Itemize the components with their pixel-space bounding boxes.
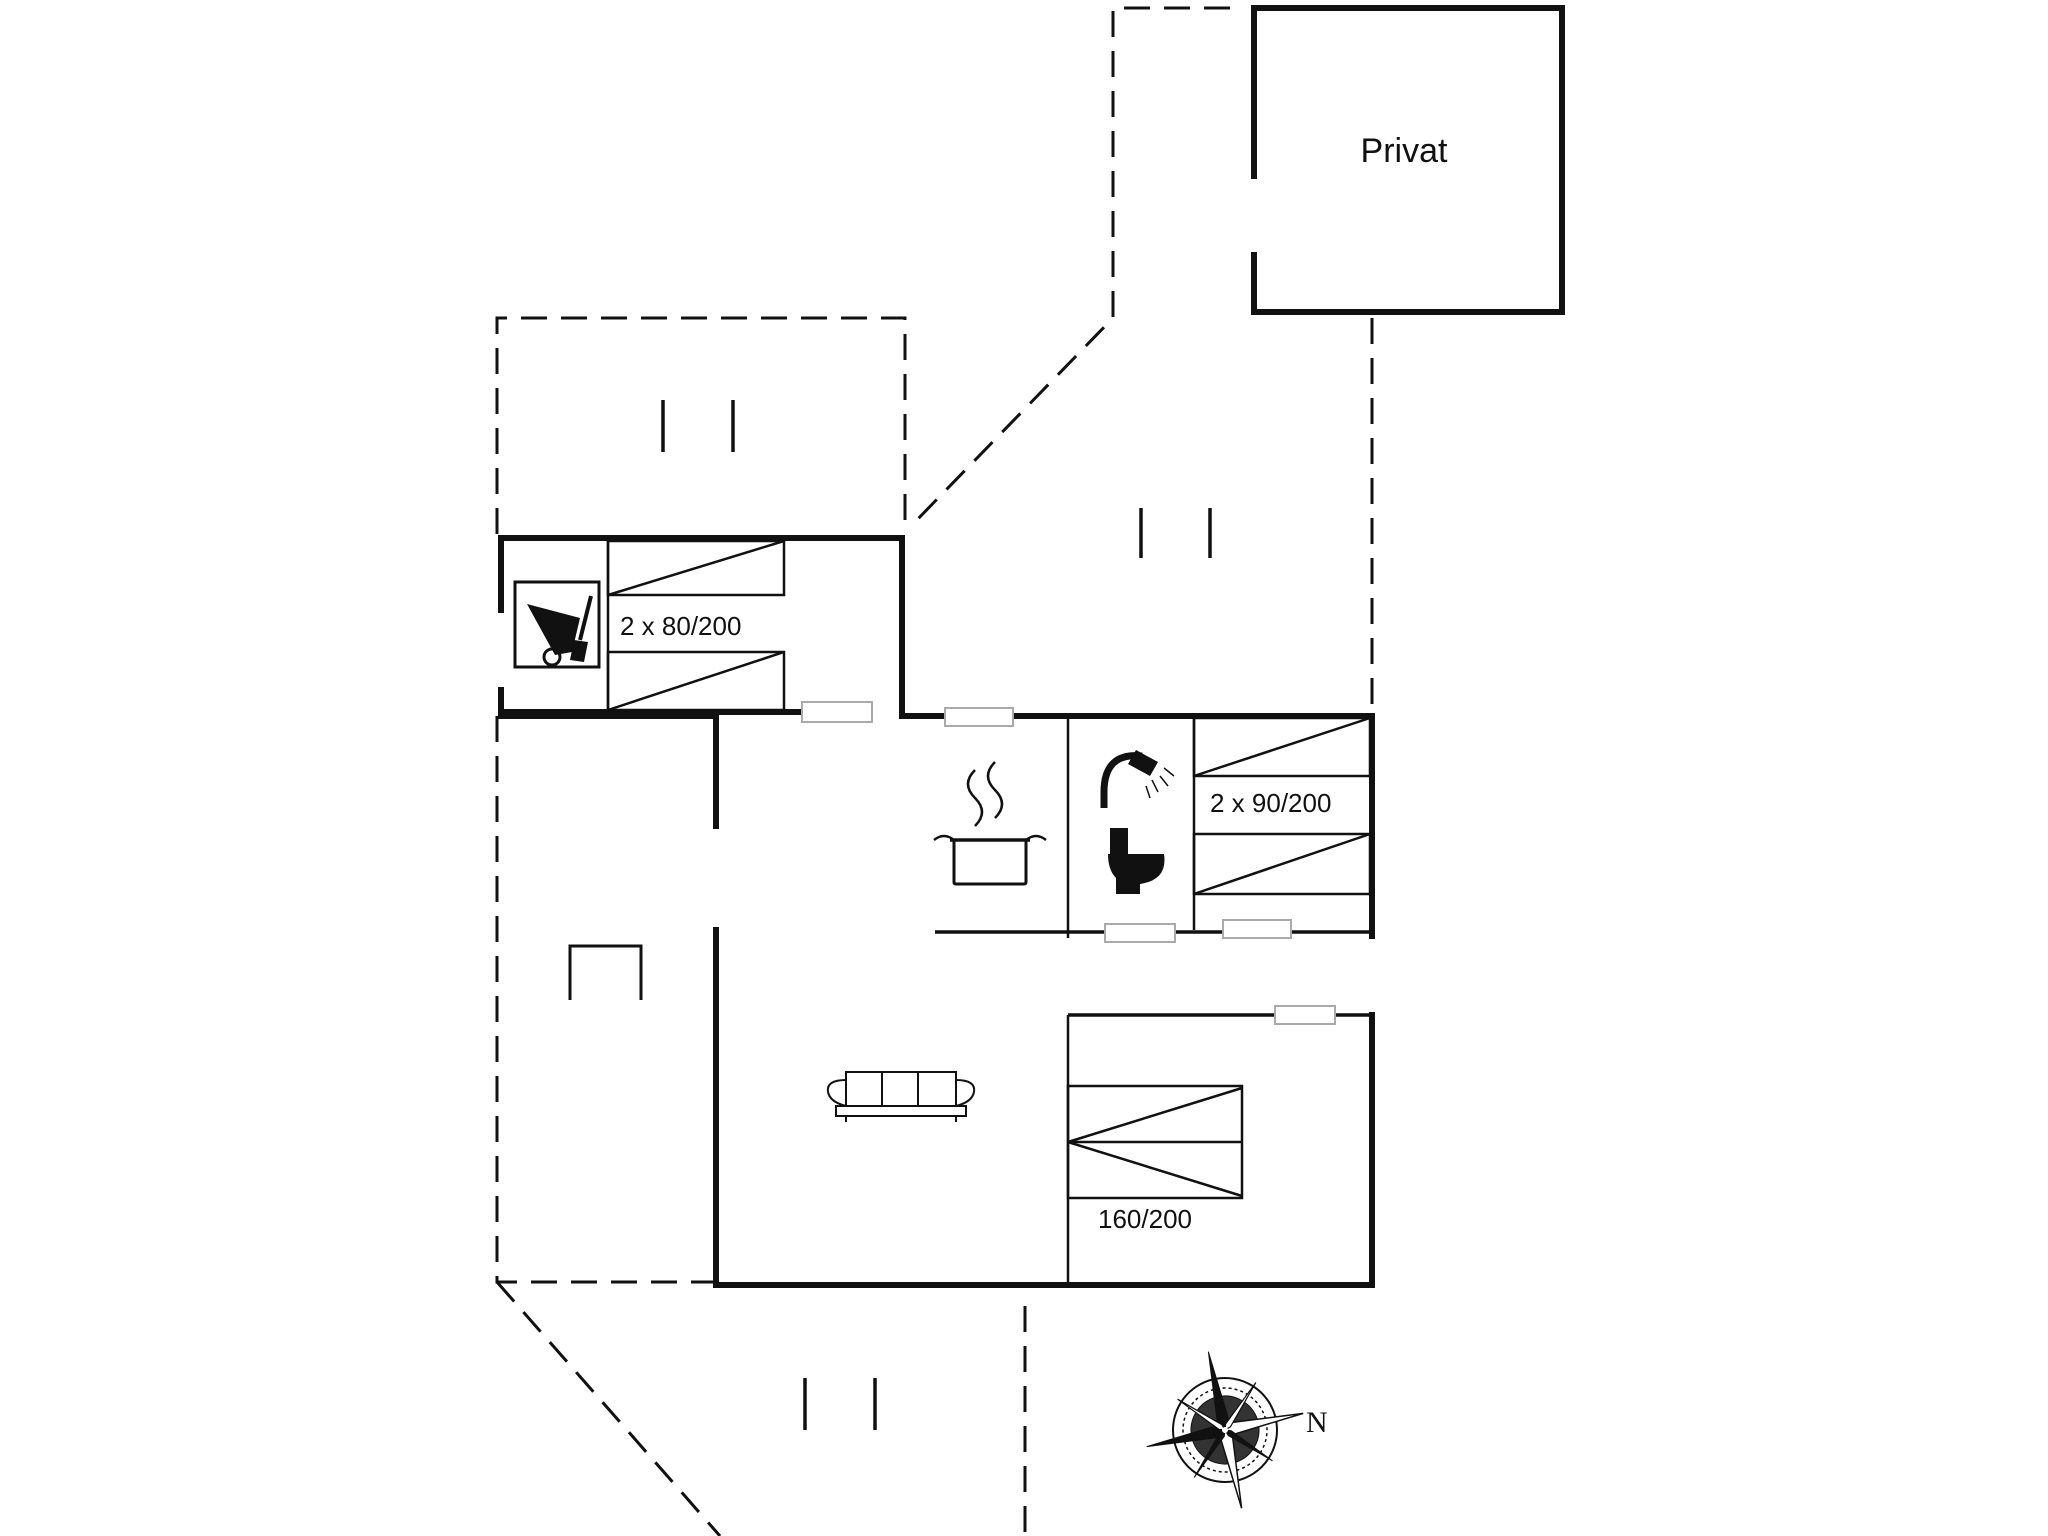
cleaning-tools-icon <box>513 580 601 669</box>
terrace-outlines <box>495 6 1374 1536</box>
bed-top-right <box>1192 716 1372 896</box>
living-left-wall-lower <box>713 927 1375 1288</box>
table-icon <box>568 944 643 1000</box>
cooking-pot-icon <box>933 761 1047 886</box>
bedroom-top-left-walls <box>498 535 905 719</box>
bed-double-label: 160/200 <box>1098 1204 1192 1234</box>
terrace-bottom <box>495 1281 722 1536</box>
walls <box>498 5 1565 1288</box>
terrace-markers <box>661 400 1212 1430</box>
windows <box>801 701 1336 1025</box>
bed-top-right-label: 2 x 90/200 <box>1210 788 1331 818</box>
shower-icon <box>1100 750 1175 808</box>
privat-room-walls <box>1251 5 1565 315</box>
sofa-icon <box>826 1071 976 1122</box>
bed-top-left-label: 2 x 80/200 <box>620 611 741 641</box>
compass-rose-icon <box>1146 1351 1304 1509</box>
terrace-top-right <box>910 6 1230 527</box>
bedroom-top-left-bottom <box>498 687 803 715</box>
kitchen-top-wall <box>1010 713 1375 939</box>
terrace-top-left <box>495 316 907 534</box>
toilet-icon <box>1108 828 1165 894</box>
bed-double <box>1066 1084 1244 1200</box>
bed-top-left <box>606 539 786 712</box>
privat-label: Privat <box>1361 132 1448 170</box>
terrace-left <box>495 716 715 1284</box>
compass-north-label: N <box>1306 1406 1328 1439</box>
